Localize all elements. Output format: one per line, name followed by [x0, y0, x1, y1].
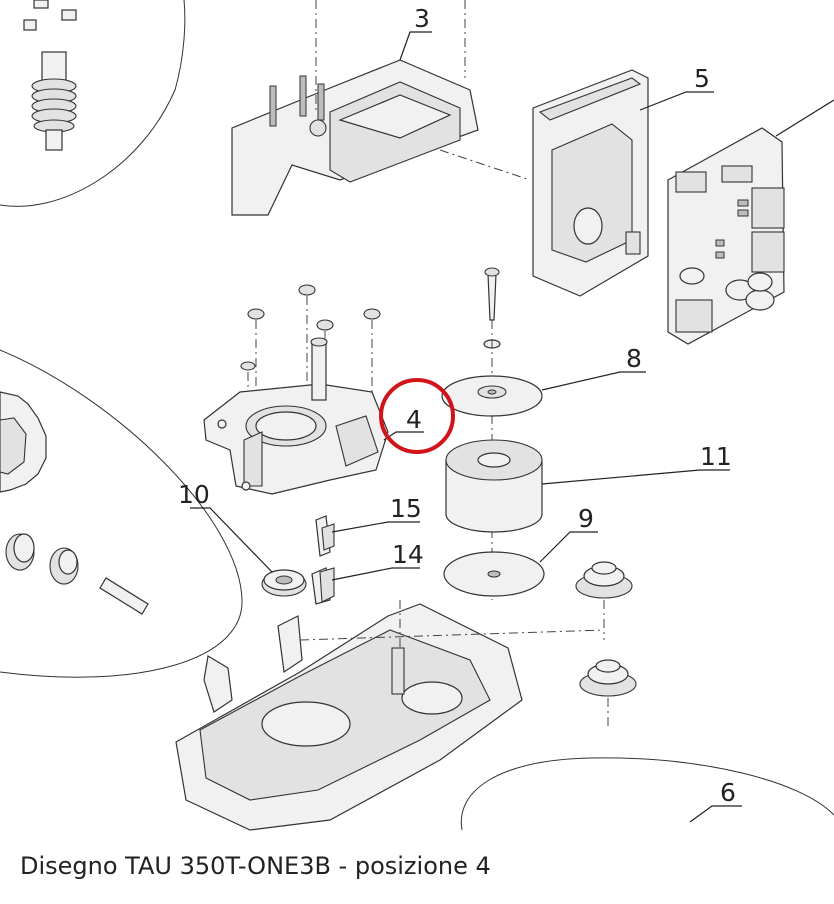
- detail-outline-top-left: [0, 0, 186, 207]
- part-11-ring: [445, 439, 543, 533]
- callout-10: 10: [178, 480, 210, 509]
- long-screw: [483, 267, 501, 600]
- circuit-board: [667, 127, 785, 345]
- left-gear-detail: [0, 391, 47, 493]
- detail-outline-bottom-right: [460, 757, 834, 831]
- diagram-caption: Disegno TAU 350T-ONE3B - posizione 4: [20, 852, 491, 880]
- callout-labels: 3 5 8 4 11 10 15 9 14 6: [178, 4, 736, 807]
- callout-14: 14: [392, 540, 424, 569]
- callout-8: 8: [626, 344, 642, 373]
- callout-6: 6: [720, 778, 736, 807]
- highlight-circle: [379, 378, 455, 454]
- worm-gear-detail: [23, 0, 77, 151]
- part-5-box: [532, 69, 649, 297]
- part-3-cover: [231, 59, 479, 216]
- shaft-bushings-detail: [5, 533, 149, 615]
- part-15-clip: [315, 515, 335, 557]
- detail-outline-left: [0, 349, 243, 678]
- callout-4: 4: [406, 405, 422, 434]
- part-14-clip: [311, 567, 335, 605]
- caps-detail: [575, 561, 637, 730]
- base-housing: [175, 603, 523, 831]
- callout-5: 5: [694, 64, 710, 93]
- part-8-disc: [441, 375, 543, 417]
- part-10-bearing: [261, 569, 307, 597]
- leader-lines: [190, 31, 742, 823]
- callout-11: 11: [700, 442, 732, 471]
- exploded-parts-diagram: 3 5 8 4 11 10 15 9 14 6: [0, 0, 834, 831]
- part-9-disc: [443, 551, 545, 597]
- callout-3: 3: [414, 4, 430, 33]
- part-4-gear-housing: [203, 337, 389, 495]
- callout-15: 15: [390, 494, 422, 523]
- callout-9: 9: [578, 504, 594, 533]
